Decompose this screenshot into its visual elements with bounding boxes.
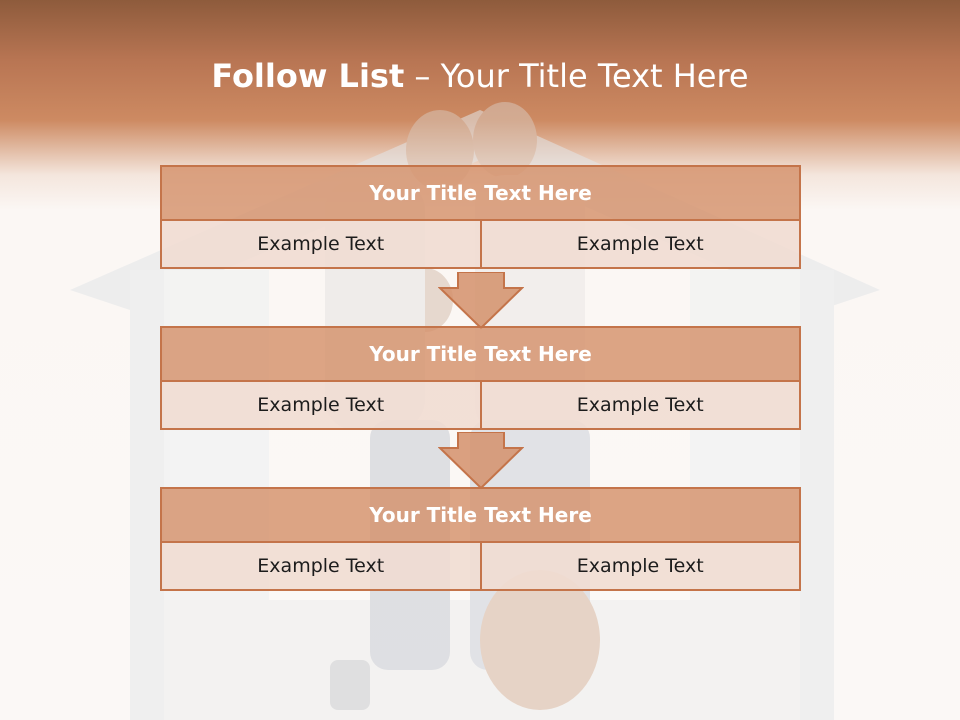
step-left-text: Example Text [160, 541, 482, 591]
step-title: Your Title Text Here [160, 165, 801, 221]
step-row: Example Text Example Text [160, 541, 801, 591]
step-block-2: Your Title Text Here Example Text Exampl… [160, 326, 801, 430]
step-block-3: Your Title Text Here Example Text Exampl… [160, 487, 801, 591]
step-row: Example Text Example Text [160, 380, 801, 430]
step-title: Your Title Text Here [160, 487, 801, 543]
title-bold: Follow List [211, 57, 405, 95]
step-left-text: Example Text [160, 219, 482, 269]
step-right-text: Example Text [479, 219, 801, 269]
step-right-text: Example Text [479, 541, 801, 591]
step-left-text: Example Text [160, 380, 482, 430]
title-rest: – Your Title Text Here [414, 57, 749, 95]
down-arrow-icon [438, 432, 524, 490]
step-title: Your Title Text Here [160, 326, 801, 382]
step-row: Example Text Example Text [160, 219, 801, 269]
step-right-text: Example Text [479, 380, 801, 430]
down-arrow-icon [438, 272, 524, 330]
step-block-1: Your Title Text Here Example Text Exampl… [160, 165, 801, 269]
slide-title: Follow List – Your Title Text Here [0, 52, 960, 100]
